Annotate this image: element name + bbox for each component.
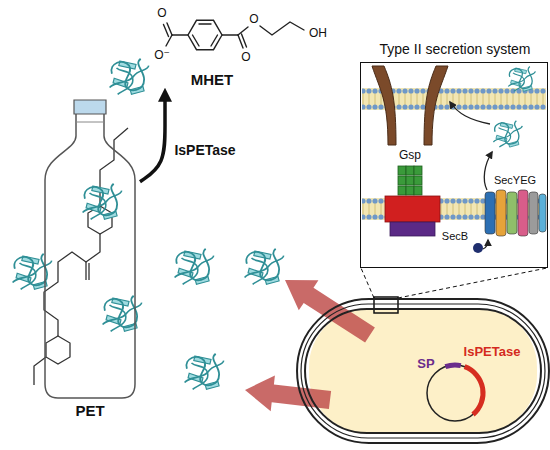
enzymatic-arrow: [140, 92, 165, 182]
protein-label: SecYEG: [494, 174, 536, 187]
outline-path: [305, 309, 541, 433]
node-label: IsPETase: [464, 345, 521, 360]
product-molecule: MHET: [140, 4, 330, 92]
secb: [473, 240, 488, 253]
plasmid: [427, 365, 483, 421]
outline-path: [297, 299, 549, 443]
node-label: SP: [417, 357, 434, 372]
inset-title: Type II secretion system: [380, 41, 531, 57]
atom-label: O: [249, 13, 258, 27]
zoom-line: [398, 268, 547, 298]
bacterial-cell: IsPETaseSP: [298, 298, 548, 444]
mhet-structure: [164, 20, 305, 49]
protein-label: SecB: [442, 230, 468, 243]
enzyme-group: [13, 59, 284, 390]
atom-label: O: [157, 7, 166, 21]
pet-bottle: PET: [40, 98, 140, 420]
node-label: MHET: [191, 71, 234, 88]
outline-path: [74, 100, 106, 114]
inset-enzymes: [493, 67, 535, 148]
node-label: PET: [75, 402, 104, 419]
outline-path: [45, 114, 135, 398]
secyeg-complex: [485, 190, 546, 236]
zoom-line: [361, 268, 374, 298]
atom-label: O: [241, 51, 250, 65]
outline-path: [76, 122, 104, 123]
outline-path: [301, 304, 545, 438]
protein-label: Gsp: [399, 149, 421, 163]
secretion-arrows: [450, 102, 492, 190]
enzyme-label: IsPETase: [172, 141, 237, 159]
secretin: [372, 66, 448, 145]
bacterial-cell-outline: [298, 298, 548, 444]
atom-label: OH: [309, 27, 327, 41]
gsp-complex: [385, 166, 440, 236]
pet-bottle-outline: [40, 98, 140, 420]
atom-label: O⁻: [154, 49, 170, 63]
